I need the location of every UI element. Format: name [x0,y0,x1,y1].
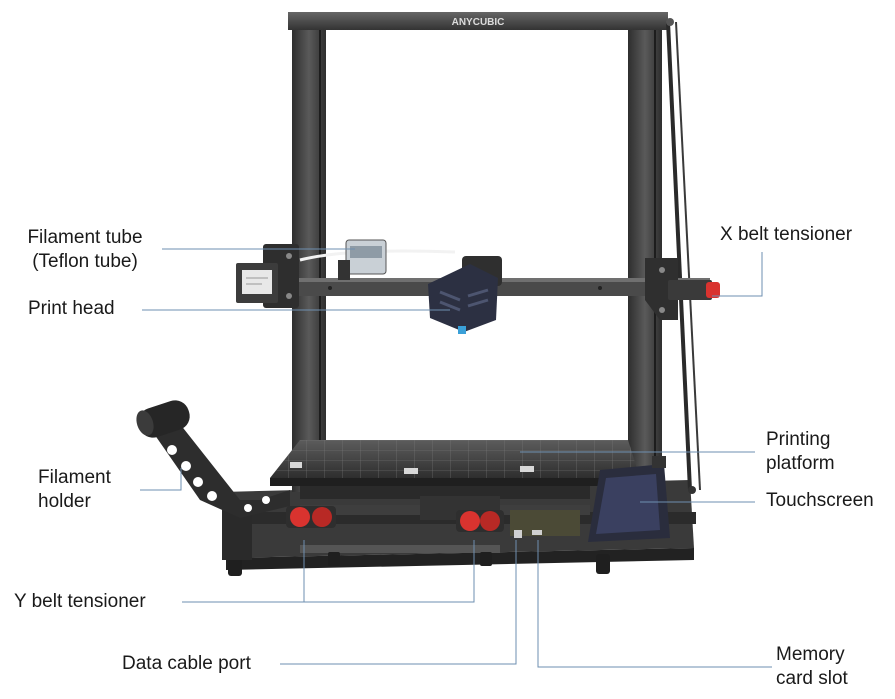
label-x-belt-tensioner: X belt tensioner [720,224,853,245]
right-gantry-plate [645,258,720,320]
label-filament-tube-line2: (Teflon tube) [32,251,138,272]
brand-logo: ANYCUBIC [452,17,505,28]
extruder [338,239,387,280]
filament-holder [136,400,290,518]
label-memory-card-slot-line2: card slot [776,668,848,689]
label-filament-tube: Filament tube (Teflon tube) [10,226,160,274]
label-touchscreen: Touchscreen [766,490,874,511]
label-filament-holder: Filament holder [38,466,111,514]
print-bed [270,440,640,486]
top-bar [288,12,668,30]
card-slot [532,530,542,535]
y-belt-tensioners [286,506,504,532]
leader-data-cable-port [280,540,517,665]
label-printing-platform-line1: Printing [766,429,831,450]
label-printing-platform: Printing platform [766,428,835,476]
label-print-head: Print head [28,298,115,319]
label-filament-tube-line1: Filament tube [27,227,143,248]
print-head [428,256,502,334]
leader-memory-card-slot [537,540,772,668]
label-printing-platform-line2: platform [766,453,835,474]
leader-lines [140,248,772,668]
leader-filament-holder [140,468,182,491]
touchscreen-unit [588,456,670,542]
label-y-belt-tensioner: Y belt tensioner [14,591,146,612]
label-data-cable-port: Data cable port [122,653,251,674]
label-memory-card-slot: Memory card slot [776,643,848,691]
feet [228,552,610,576]
left-gantry-plate [236,244,299,308]
label-memory-card-slot-line1: Memory [776,644,845,665]
label-filament-holder-line1: Filament [38,467,111,488]
leader-y-belt-tensioner [182,540,475,603]
support-rods [666,18,701,494]
data-port [514,530,522,538]
leader-x-belt-tensioner [712,252,763,297]
label-filament-holder-line2: holder [38,491,91,512]
